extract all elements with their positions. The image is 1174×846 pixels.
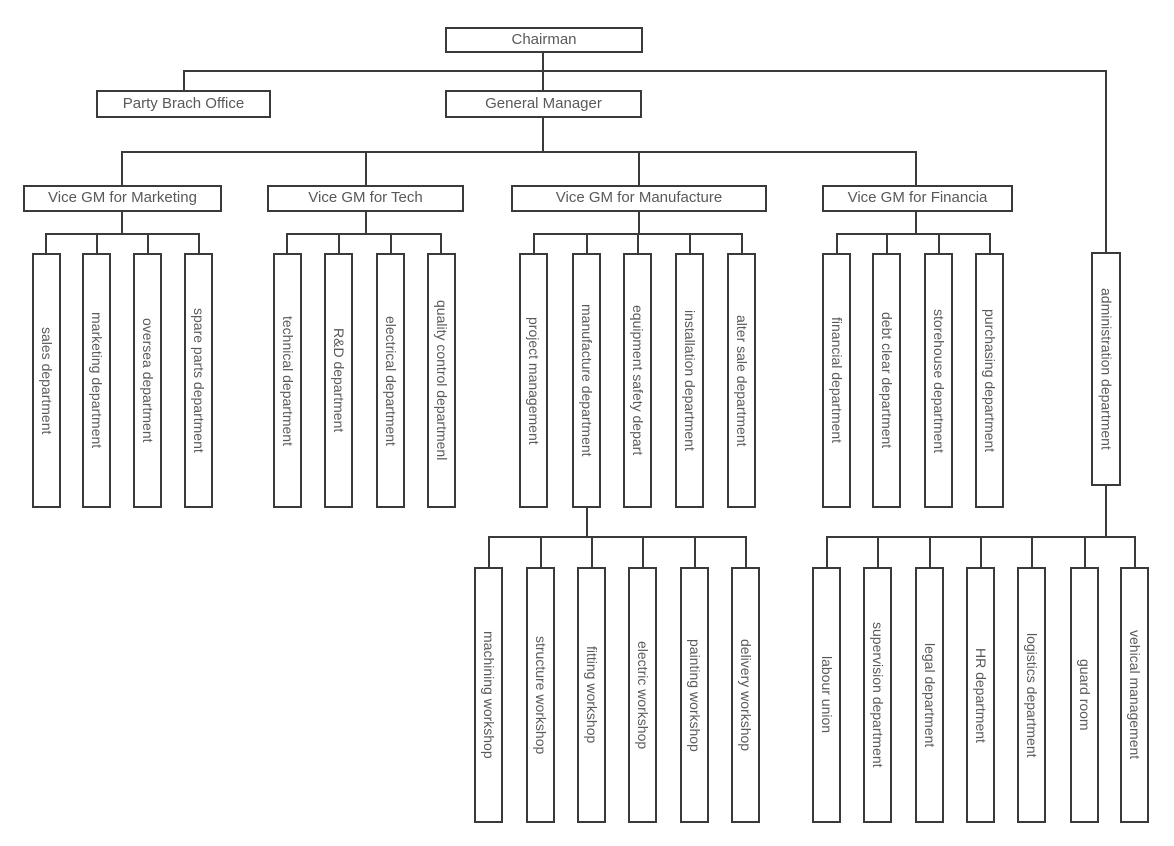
connector-line bbox=[638, 212, 640, 235]
connector-line bbox=[287, 233, 441, 235]
connector-line bbox=[147, 233, 149, 253]
node-electric-workshop: electric workshop bbox=[628, 567, 657, 823]
node-technical-department: technical department bbox=[273, 253, 302, 508]
connector-line bbox=[915, 212, 917, 235]
node-vice-gm-financia: Vice GM for Financia bbox=[822, 185, 1013, 212]
connector-line bbox=[980, 536, 982, 567]
node-guard-room: guard room bbox=[1070, 567, 1099, 823]
node-equipment-safety-depart: equipment safety depart bbox=[623, 253, 652, 508]
node-project-management: project management bbox=[519, 253, 548, 508]
node-spare-parts-department: spare parts department bbox=[184, 253, 213, 508]
connector-line bbox=[338, 233, 340, 253]
node-labour-union: labour union bbox=[812, 567, 841, 823]
node-legal-department: legal department bbox=[915, 567, 944, 823]
connector-line bbox=[1031, 536, 1033, 567]
connector-line bbox=[1084, 536, 1086, 567]
node-vice-gm-marketing: Vice GM for Marketing bbox=[23, 185, 222, 212]
connector-line bbox=[837, 233, 990, 235]
connector-line bbox=[929, 536, 931, 567]
connector-line bbox=[836, 233, 838, 253]
connector-line bbox=[586, 233, 588, 253]
node-delivery-workshop: delivery workshop bbox=[731, 567, 760, 823]
connector-line bbox=[938, 233, 940, 253]
connector-line bbox=[586, 508, 588, 538]
connector-line bbox=[198, 233, 200, 253]
node-vehical-management: vehical management bbox=[1120, 567, 1149, 823]
connector-line bbox=[440, 233, 442, 253]
connector-line bbox=[184, 70, 1107, 72]
node-rd-department: R&D department bbox=[324, 253, 353, 508]
connector-line bbox=[488, 536, 490, 567]
node-sales-department: sales department bbox=[32, 253, 61, 508]
connector-line bbox=[741, 233, 743, 253]
connector-line bbox=[1134, 536, 1136, 567]
connector-line bbox=[877, 536, 879, 567]
node-oversea-department: oversea department bbox=[133, 253, 162, 508]
node-general-manager: General Manager bbox=[445, 90, 642, 118]
connector-line bbox=[46, 233, 199, 235]
connector-line bbox=[689, 233, 691, 253]
connector-line bbox=[886, 233, 888, 253]
node-machining-workshop: machining workshop bbox=[474, 567, 503, 823]
connector-line bbox=[96, 233, 98, 253]
connector-line bbox=[1105, 70, 1107, 252]
node-administration-department: administration department bbox=[1091, 252, 1121, 486]
connector-line bbox=[915, 151, 917, 185]
connector-line bbox=[489, 536, 746, 538]
connector-line bbox=[183, 70, 185, 90]
node-vice-gm-manufacture: Vice GM for Manufacture bbox=[511, 185, 767, 212]
node-logistics-department: logistics department bbox=[1017, 567, 1046, 823]
node-vice-gm-tech: Vice GM for Tech bbox=[267, 185, 464, 212]
connector-line bbox=[540, 536, 542, 567]
node-debt-clear-department: debt clear department bbox=[872, 253, 901, 508]
node-electrical-department: electrical department bbox=[376, 253, 405, 508]
connector-line bbox=[1105, 486, 1107, 538]
node-storehouse-department: storehouse department bbox=[924, 253, 953, 508]
connector-line bbox=[286, 233, 288, 253]
node-alter-sale-department: alter sale department bbox=[727, 253, 756, 508]
connector-line bbox=[365, 151, 367, 185]
connector-line bbox=[45, 233, 47, 253]
connector-line bbox=[745, 536, 747, 567]
connector-line bbox=[121, 151, 123, 185]
connector-line bbox=[533, 233, 535, 253]
connector-line bbox=[542, 118, 544, 152]
node-marketing-department: marketing department bbox=[82, 253, 111, 508]
connector-line bbox=[642, 536, 644, 567]
node-hr-department: HR department bbox=[966, 567, 995, 823]
node-structure-workshop: structure workshop bbox=[526, 567, 555, 823]
node-purchasing-department: purchasing department bbox=[975, 253, 1004, 508]
connector-line bbox=[121, 212, 123, 235]
node-financial-department: financial department bbox=[822, 253, 851, 508]
node-fitting-workshop: fitting workshop bbox=[577, 567, 606, 823]
connector-line bbox=[694, 536, 696, 567]
connector-line bbox=[637, 233, 639, 253]
node-installation-department: installation department bbox=[675, 253, 704, 508]
node-supervision-department: supervision department bbox=[863, 567, 892, 823]
node-chairman: Chairman bbox=[445, 27, 643, 53]
connector-line bbox=[122, 151, 917, 153]
connector-line bbox=[591, 536, 593, 567]
node-quality-control-department: quality control departmenl bbox=[427, 253, 456, 508]
connector-line bbox=[638, 151, 640, 185]
connector-line bbox=[390, 233, 392, 253]
node-manufacture-department: manufacture department bbox=[572, 253, 601, 508]
node-painting-workshop: painting workshop bbox=[680, 567, 709, 823]
connector-line bbox=[989, 233, 991, 253]
connector-line bbox=[365, 212, 367, 235]
connector-line bbox=[826, 536, 828, 567]
node-party-branch-office: Party Brach Office bbox=[96, 90, 271, 118]
